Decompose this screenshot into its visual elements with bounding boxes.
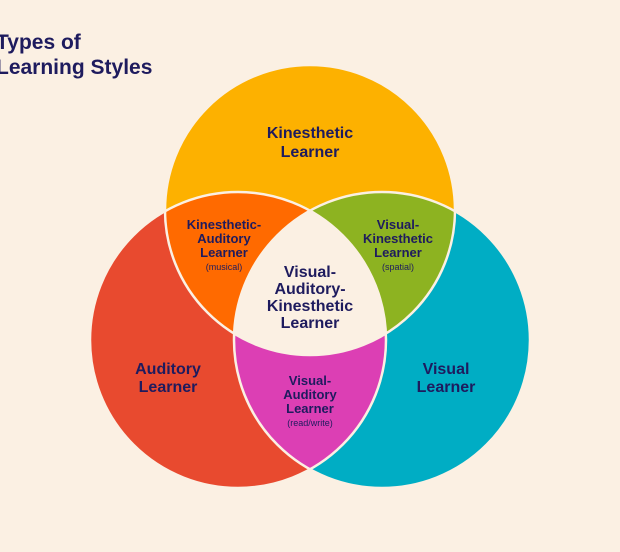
visual-kinesthetic-note: (spatial) [382, 262, 414, 272]
center-label-line2: Auditory- [274, 281, 345, 298]
visual-auditory-label-line3: Learner [286, 401, 334, 416]
visual-label-line1: Visual [423, 361, 470, 378]
kinesthetic-label-line1: Kinesthetic [267, 125, 353, 142]
visual-auditory-label-line1: Visual- [289, 373, 331, 388]
visual-label-line2: Learner [417, 379, 476, 396]
visual-auditory-label-line2: Auditory [283, 387, 337, 402]
auditory-label-line2: Learner [139, 379, 198, 396]
visual-kinesthetic-label-line2: Kinesthetic [363, 231, 433, 246]
title-line-2: Learning Styles [0, 56, 153, 79]
title-line-1: Types of [0, 31, 81, 54]
center-label-line1: Visual- [284, 264, 336, 281]
circle-outlines [88, 63, 532, 490]
visual-kinesthetic-label-line3: Learner [374, 245, 422, 260]
kinesthetic-label-line2: Learner [281, 144, 340, 161]
kinesthetic-auditory-note: (musical) [206, 262, 243, 272]
diagram-title: Types of Learning Styles [0, 30, 152, 80]
auditory-label-line1: Auditory [135, 361, 201, 378]
visual-kinesthetic-label-line1: Visual- [377, 217, 419, 232]
kinesthetic-auditory-label-line3: Learner [200, 245, 248, 260]
visual-auditory-note: (read/write) [287, 418, 333, 428]
center-label-line3: Kinesthetic [267, 298, 353, 315]
center-label-line4: Learner [281, 315, 340, 332]
kinesthetic-auditory-label-line1: Kinesthetic- [187, 217, 261, 232]
kinesthetic-auditory-label-line2: Auditory [197, 231, 251, 246]
